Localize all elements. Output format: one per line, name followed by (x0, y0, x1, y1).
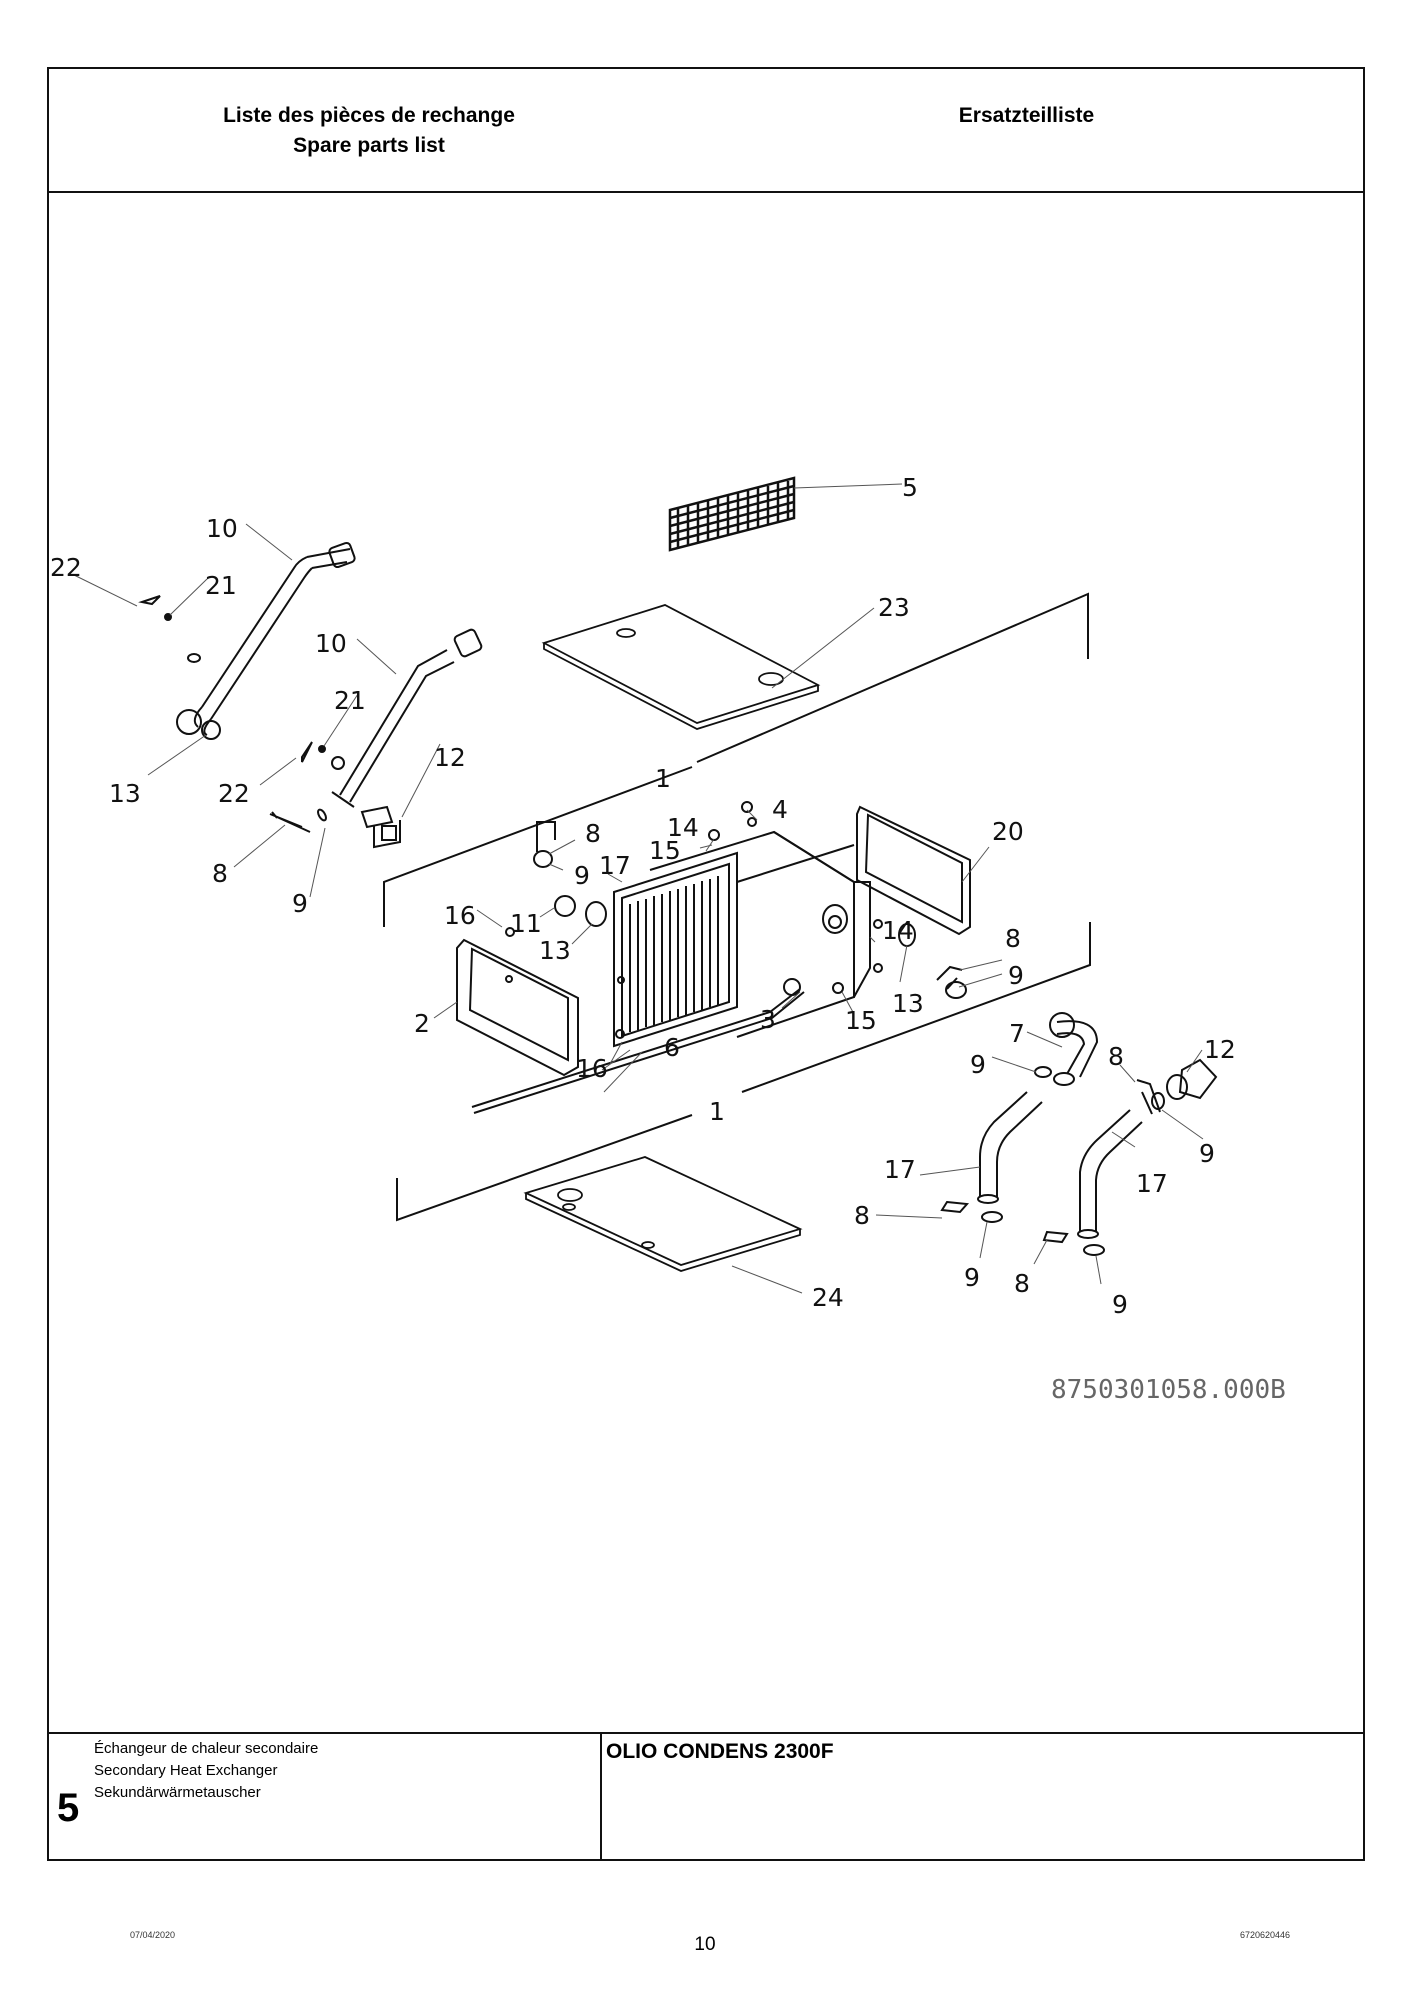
assembly-bracket-lower (396, 922, 1091, 1222)
callout-8-left: 8 (212, 859, 228, 888)
callout-20: 20 (992, 817, 1024, 846)
callout-4: 4 (772, 795, 788, 824)
title-fr: Liste des pièces de rechange (223, 104, 515, 127)
part-10-pipe-upper (176, 541, 356, 740)
part-7-pipe (1049, 1012, 1099, 1086)
callout-21-lower: 21 (334, 686, 366, 715)
part-12-fitting-left (360, 805, 401, 849)
callout-2: 2 (414, 1009, 430, 1038)
part-5-mesh (668, 476, 796, 552)
callout-8-fitting: 8 (1108, 1042, 1124, 1071)
diagram-svg: 1 1 2 3 4 5 6 7 8 8 8 8 8 8 9 9 9 9 9 9 (50, 473, 1286, 1405)
callout-7: 7 (1009, 1019, 1025, 1048)
section-title-fr: Échangeur de chaleur secondaire (94, 1740, 319, 1757)
section-title-en: Secondary Heat Exchanger (94, 1762, 278, 1779)
callout-9-lower-left: 9 (964, 1263, 980, 1292)
title-de: Ersatzteilliste (958, 104, 1095, 127)
callout-5: 5 (902, 473, 918, 502)
callout-14-right: 14 (882, 916, 914, 945)
callout-14-upper: 14 (667, 813, 699, 842)
section-titles: Échangeur de chaleur secondaire Secondar… (94, 1738, 318, 1804)
section-number: 5 (57, 1786, 80, 1830)
callout-8-lower-left: 8 (854, 1201, 870, 1230)
callout-15-upper: 15 (649, 836, 681, 865)
callout-labels: 1 1 2 3 4 5 6 7 8 8 8 8 8 8 9 9 9 9 9 9 (50, 473, 1286, 1405)
callout-1-lower: 1 (709, 1097, 725, 1126)
callout-16-upper: 16 (444, 901, 476, 930)
callout-13-center: 13 (539, 936, 571, 965)
callout-8-right: 8 (1005, 924, 1021, 953)
part-12-fitting-right (1166, 1058, 1218, 1100)
callout-9-pipe7: 9 (970, 1050, 986, 1079)
part-24-plate (523, 1156, 803, 1272)
part-20-gasket (856, 805, 971, 936)
callout-24: 24 (812, 1283, 844, 1312)
callout-9-left: 9 (292, 889, 308, 918)
callout-23: 23 (878, 593, 910, 622)
leader-lines (73, 483, 1204, 1294)
product-name: OLIO CONDENS 2300F (606, 1740, 834, 1763)
callout-12-left: 12 (434, 743, 466, 772)
document-id: 6720620446 (1240, 1930, 1291, 1940)
callout-12-right: 12 (1204, 1035, 1236, 1064)
callout-8-lower-right: 8 (1014, 1269, 1030, 1298)
callout-17-pipe-left: 17 (884, 1155, 916, 1184)
page-number: 10 (694, 1934, 716, 1955)
title-en: Spare parts list (293, 134, 445, 157)
callout-21-upper: 21 (205, 571, 237, 600)
page-frame: Liste des pièces de rechange Spare parts… (47, 67, 1365, 1861)
part-23-plate (541, 604, 821, 730)
callout-3: 3 (760, 1005, 776, 1034)
header: Liste des pièces de rechange Spare parts… (49, 69, 1363, 193)
footer-box: 5 Échangeur de chaleur secondaire Second… (49, 1732, 1363, 1859)
part-17-pipe-left (977, 1091, 1043, 1204)
title-fr-en: Liste des pièces de rechange Spare parts… (49, 101, 689, 161)
callout-10-lower: 10 (315, 629, 347, 658)
callout-17-body: 17 (599, 851, 631, 880)
callout-9-lower-right: 9 (1112, 1290, 1128, 1319)
drawing-number: 8750301058.000B (1051, 1375, 1286, 1405)
callout-10-upper: 10 (206, 514, 238, 543)
print-date: 07/04/2020 (130, 1930, 176, 1940)
callout-13-right: 13 (892, 989, 924, 1018)
callout-13-left: 13 (109, 779, 141, 808)
callout-9-right: 9 (1008, 961, 1024, 990)
callout-22-lower: 22 (218, 779, 250, 808)
callout-6: 6 (664, 1033, 680, 1062)
section-title-de: Sekundärwärmetauscher (94, 1784, 261, 1801)
callout-8-center: 8 (585, 819, 601, 848)
callout-15-lower: 15 (845, 1006, 877, 1035)
callout-9-center: 9 (574, 861, 590, 890)
callout-9-fitting: 9 (1199, 1139, 1215, 1168)
section-info: 5 Échangeur de chaleur secondaire Second… (49, 1734, 602, 1859)
callout-22-upper: 22 (50, 553, 82, 582)
exploded-diagram: 1 1 2 3 4 5 6 7 8 8 8 8 8 8 9 9 9 9 9 9 (49, 193, 1363, 1736)
callout-1-upper: 1 (655, 764, 671, 793)
part-2-gasket (456, 938, 579, 1077)
callout-11: 11 (510, 909, 542, 938)
assembly-bracket-upper (383, 592, 1089, 927)
callout-16-lower: 16 (576, 1054, 608, 1083)
part-17-pipe-right (1077, 1109, 1143, 1239)
callout-17-pipe-right: 17 (1136, 1169, 1168, 1198)
part-10-pipe-lower (331, 628, 483, 808)
small-parts (138, 595, 1165, 1256)
